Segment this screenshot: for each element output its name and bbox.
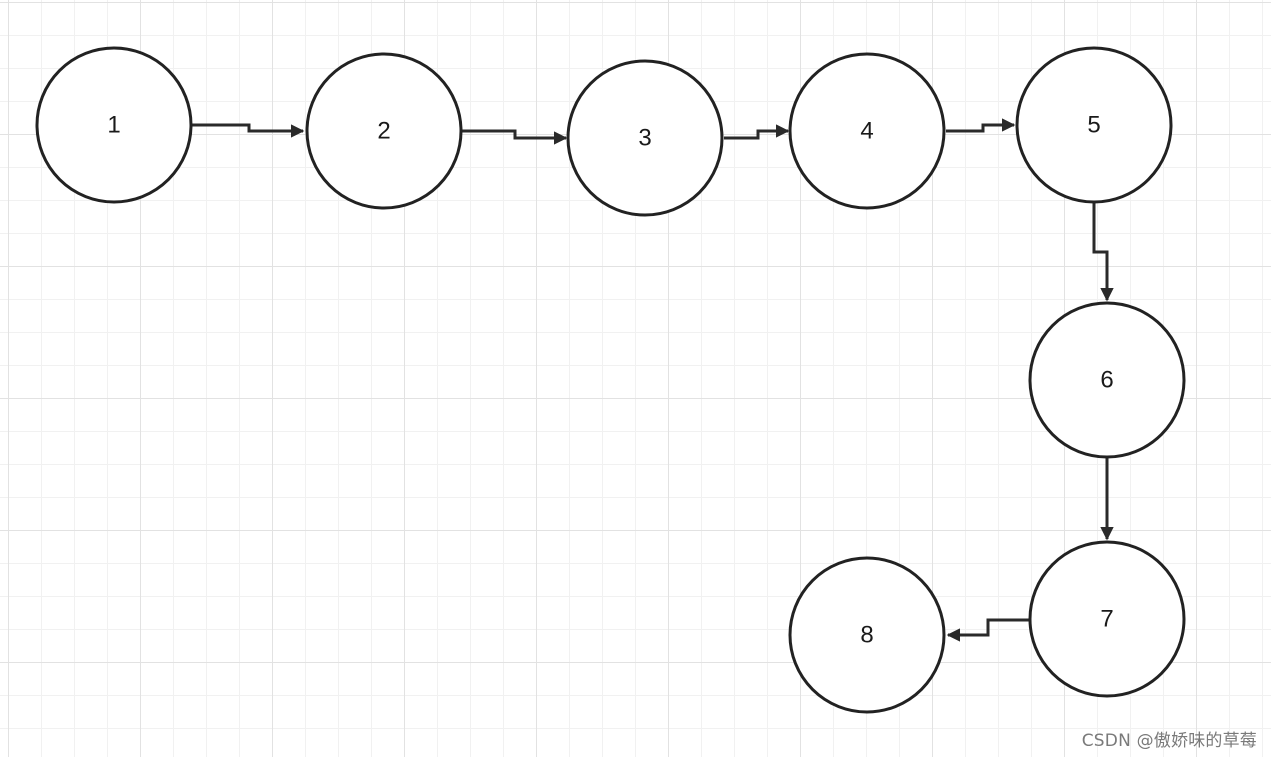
node-3-label: 3 [638,125,651,152]
node-5: 5 [1015,46,1173,204]
node-8: 8 [788,556,946,714]
node-1: 1 [35,46,193,204]
node-2-label: 2 [377,118,390,145]
node-2: 2 [305,52,463,210]
edge-2-3 [462,129,568,145]
node-8-label: 8 [860,622,873,649]
node-7-label: 7 [1100,606,1113,633]
edge-1-2 [192,123,305,138]
node-3: 3 [566,59,724,217]
node-4-label: 4 [860,118,873,145]
node-6-label: 6 [1100,367,1113,394]
edge-4-5 [946,118,1016,133]
edge-7-8 [946,618,1030,642]
csdn-watermark: CSDN @傲娇味的草莓 [1081,731,1257,751]
node-5-label: 5 [1087,112,1100,139]
node-7: 7 [1028,540,1186,698]
node-4: 4 [788,52,946,210]
edge-3-4 [724,124,790,140]
node-1-label: 1 [107,112,120,139]
node-6: 6 [1028,301,1186,459]
edge-5-6 [1092,203,1114,302]
